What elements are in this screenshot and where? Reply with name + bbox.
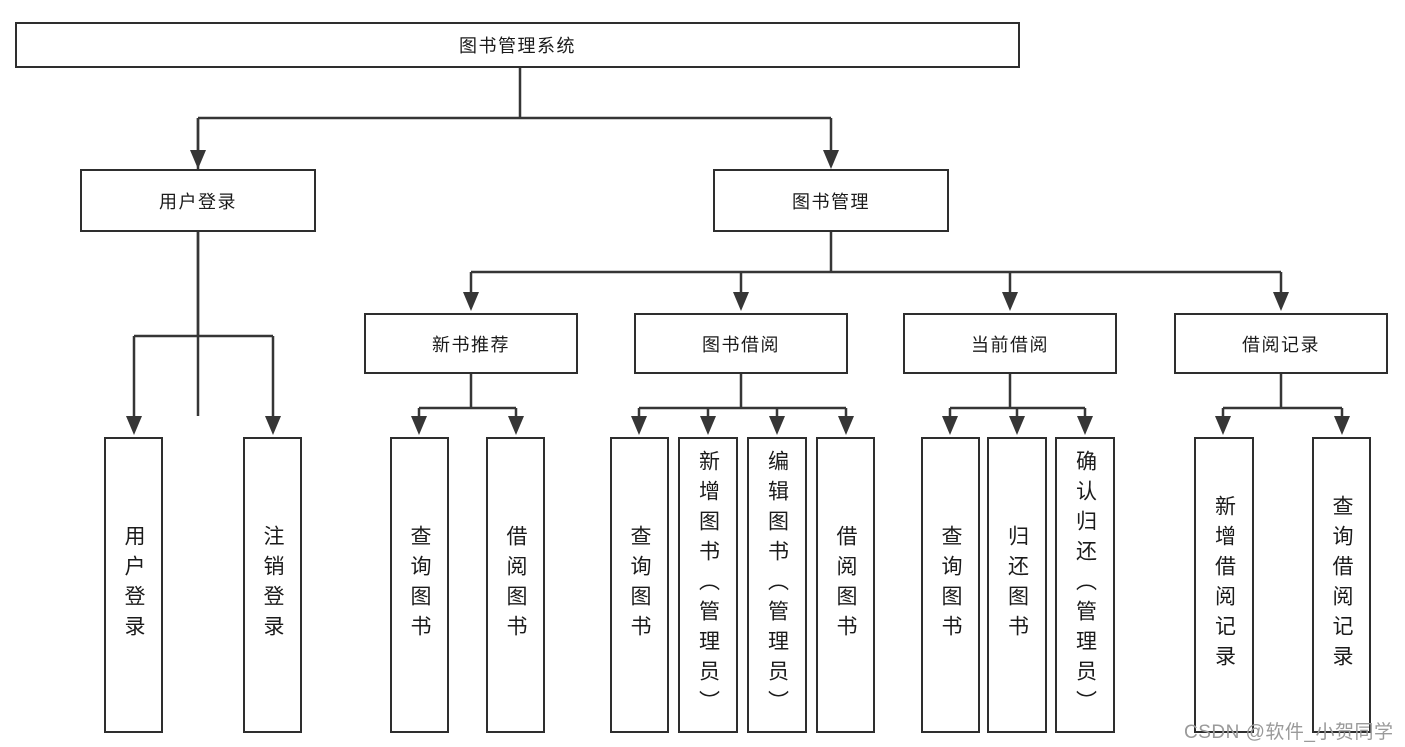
leaf-query-books-borrowing-label: 查询图书 <box>628 525 651 645</box>
leaf-query-books-recommend-label: 查询图书 <box>408 525 431 645</box>
leaf-borrow-books-borrowing: 借阅图书 <box>816 437 875 733</box>
leaf-query-books-current-label: 查询图书 <box>939 525 962 645</box>
leaf-confirm-return-admin: 确认归还（管理员） <box>1055 437 1115 733</box>
leaf-user-login-label: 用户登录 <box>122 525 145 645</box>
node-current-borrowing: 当前借阅 <box>903 313 1117 374</box>
leaf-logout: 注销登录 <box>243 437 302 733</box>
leaf-query-books-recommend: 查询图书 <box>390 437 449 733</box>
leaf-edit-book-admin: 编辑图书（管理员） <box>747 437 807 733</box>
leaf-add-borrow-record: 新增借阅记录 <box>1194 437 1254 733</box>
node-book-borrowing-label: 图书借阅 <box>702 334 780 355</box>
node-book-management: 图书管理 <box>713 169 949 232</box>
leaf-return-books-label: 归还图书 <box>1005 525 1029 645</box>
leaf-add-borrow-record-label: 新增借阅记录 <box>1212 495 1236 675</box>
leaf-borrow-books-recommend-label: 借阅图书 <box>504 525 527 645</box>
node-user-login: 用户登录 <box>80 169 316 232</box>
node-book-management-label: 图书管理 <box>792 191 870 212</box>
leaf-add-book-admin: 新增图书（管理员） <box>678 437 738 733</box>
leaf-confirm-return-admin-label: 确认归还（管理员） <box>1073 450 1097 720</box>
leaf-query-borrow-record-label: 查询借阅记录 <box>1330 495 1353 675</box>
node-current-borrowing-label: 当前借阅 <box>971 334 1049 355</box>
leaf-user-login: 用户登录 <box>104 437 163 733</box>
leaf-query-books-borrowing: 查询图书 <box>610 437 669 733</box>
node-new-book-recommendation: 新书推荐 <box>364 313 578 374</box>
leaf-borrow-books-borrowing-label: 借阅图书 <box>834 525 857 645</box>
node-borrowing-records: 借阅记录 <box>1174 313 1388 374</box>
leaf-query-books-current: 查询图书 <box>921 437 980 733</box>
leaf-edit-book-admin-label: 编辑图书（管理员） <box>765 450 789 720</box>
leaf-return-books: 归还图书 <box>987 437 1047 733</box>
leaf-logout-label: 注销登录 <box>261 525 284 645</box>
node-user-login-label: 用户登录 <box>159 191 237 212</box>
leaf-add-book-admin-label: 新增图书（管理员） <box>696 450 720 720</box>
node-book-borrowing: 图书借阅 <box>634 313 848 374</box>
node-borrowing-records-label: 借阅记录 <box>1242 334 1320 355</box>
node-root-label: 图书管理系统 <box>459 36 576 56</box>
node-new-book-recommendation-label: 新书推荐 <box>432 334 510 355</box>
leaf-query-borrow-record: 查询借阅记录 <box>1312 437 1371 733</box>
csdn-watermark: CSDN @软件_小贺同学 <box>1184 722 1394 743</box>
node-root: 图书管理系统 <box>15 22 1020 68</box>
leaf-borrow-books-recommend: 借阅图书 <box>486 437 545 733</box>
